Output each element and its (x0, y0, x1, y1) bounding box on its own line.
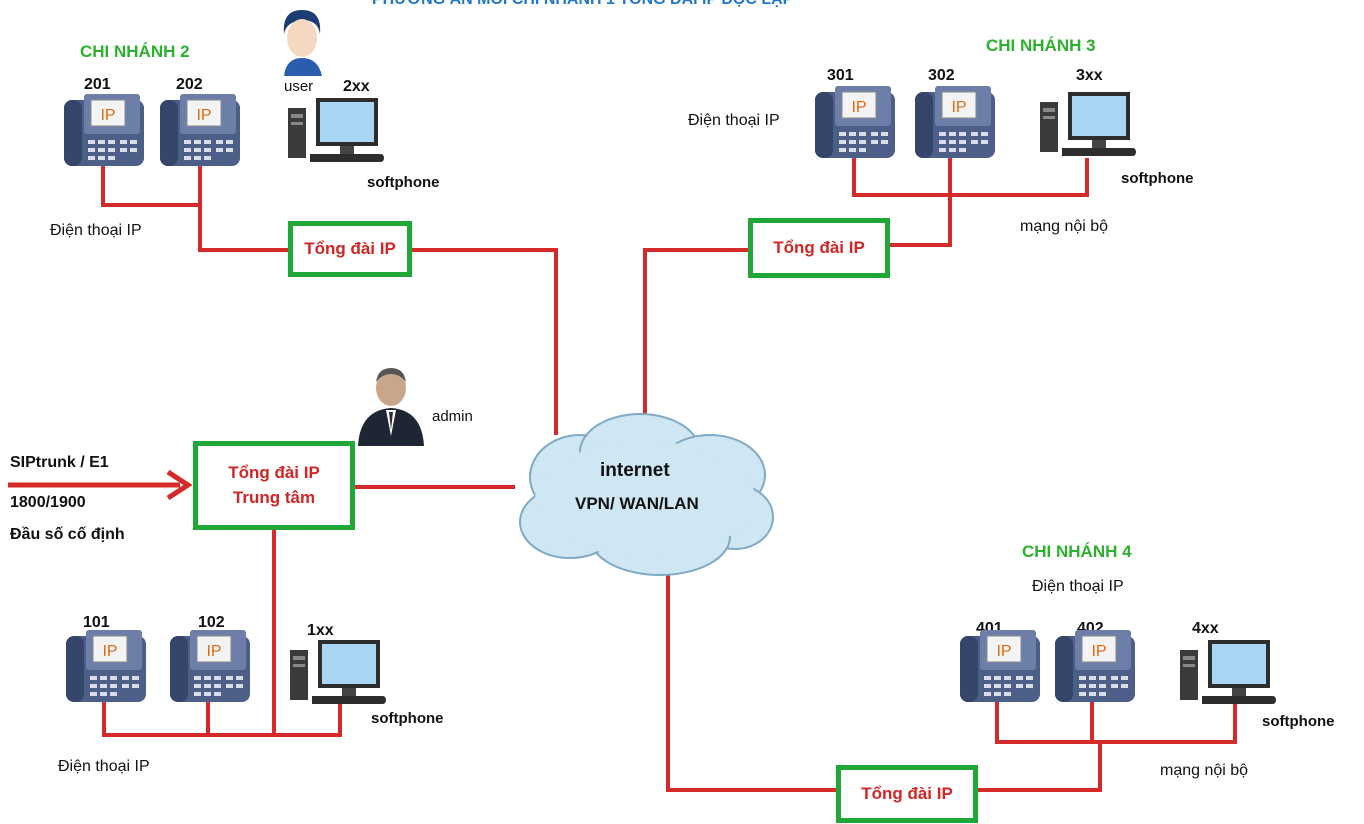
branch3-ext-301: 301 (827, 67, 854, 84)
central-pbx-line1: Tổng đài IP (228, 462, 320, 482)
branch2-user-label: user (284, 78, 314, 95)
desktop-computer-icon (290, 640, 386, 712)
ip-phone-icon (1055, 628, 1135, 704)
branch3-pbx: Tổng đài IP (748, 218, 890, 278)
numbers-label: 1800/1900 (10, 494, 86, 511)
branch4-pbx: Tổng đài IP (836, 765, 978, 823)
admin-avatar-icon (358, 368, 424, 446)
central-softphone-label: softphone (371, 710, 444, 727)
central-ext-102: 102 (198, 614, 225, 631)
branch4-pbx-label: Tổng đài IP (861, 783, 953, 803)
branch3-lan-label: mạng nội bộ (1020, 218, 1109, 235)
central-phones-label: Điện thoại IP (58, 758, 150, 775)
branch2-pbx-label: Tổng đài IP (304, 238, 396, 258)
branch4-phones-label: Điện thoại IP (1032, 578, 1124, 595)
desktop-computer-icon (288, 98, 384, 170)
ip-phone-icon (170, 628, 250, 704)
central-pbx: Tổng đài IP Trung tâm (193, 441, 355, 530)
branch2-title: CHI NHÁNH 2 (80, 42, 190, 61)
branch4-title: CHI NHÁNH 4 (1022, 542, 1132, 561)
branch2-pc-ext: 2xx (343, 78, 370, 95)
branch3-pc-ext: 3xx (1076, 67, 1103, 84)
user-avatar-icon (283, 10, 322, 76)
branch4-pc-ext: 4xx (1192, 620, 1219, 637)
branch2-ext-202: 202 (176, 76, 203, 93)
branch2-softphone-label: softphone (367, 174, 440, 191)
fixed-number-label: Đầu số cố định (10, 526, 125, 543)
ip-phone-icon (66, 628, 146, 704)
branch3-pbx-label: Tổng đài IP (773, 237, 865, 257)
ip-phone-icon (815, 84, 895, 160)
diagram-title: PHƯƠNG ÁN MỖI CHI NHÁNH 1 TỔNG ĐÀI IP ĐỘ… (372, 0, 793, 9)
ip-phone-icon (960, 628, 1040, 704)
branch3-phones-label: Điện thoại IP (688, 112, 780, 129)
branch3-title: CHI NHÁNH 3 (986, 36, 1096, 55)
branch4-lan-label: mạng nội bộ (1160, 762, 1249, 779)
trunk-label: SIPtrunk / E1 (10, 454, 109, 471)
branch3-ext-302: 302 (928, 67, 955, 84)
branch2-pbx: Tổng đài IP (288, 221, 412, 277)
central-pbx-line2: Trung tâm (232, 487, 316, 507)
ip-phone-icon (915, 84, 995, 160)
branch2-phones-label: Điện thoại IP (50, 222, 142, 239)
branch3-softphone-label: softphone (1121, 170, 1194, 187)
cloud-icon (519, 413, 774, 576)
ip-phone-icon (64, 92, 144, 168)
cloud-title: internet (600, 460, 670, 481)
ip-phone-icon (160, 92, 240, 168)
central-pc-ext: 1xx (307, 622, 334, 639)
cloud-subtitle: VPN/ WAN/LAN (575, 494, 699, 513)
desktop-computer-icon (1180, 640, 1276, 712)
central-ext-101: 101 (83, 614, 110, 631)
branch2-ext-201: 201 (84, 76, 111, 93)
admin-label: admin (432, 408, 473, 425)
desktop-computer-icon (1040, 92, 1136, 164)
branch4-softphone-label: softphone (1262, 713, 1335, 730)
